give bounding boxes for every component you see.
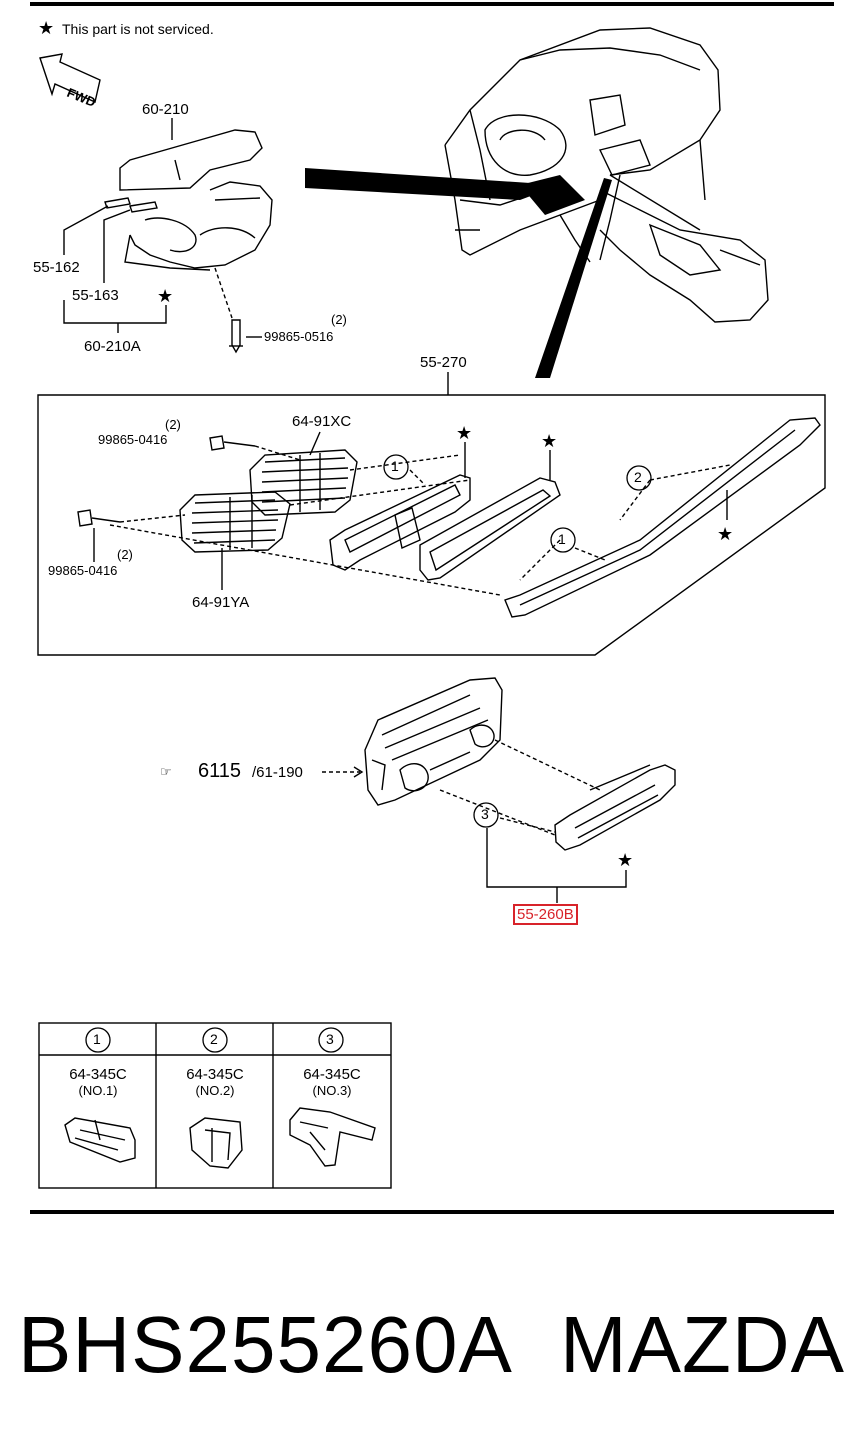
label-vent-left: 64-91YA bbox=[192, 594, 250, 611]
clip-table-part-1: 64-345C bbox=[69, 1066, 127, 1083]
clip-no2-drawing bbox=[189, 1117, 243, 1169]
label-screw-bottom-part: 99865-0416 bbox=[48, 563, 118, 578]
ref-circle-2: 2 bbox=[634, 469, 642, 485]
label-screw-part: 99865-0516 bbox=[264, 329, 334, 344]
ref-circle-1b: 1 bbox=[558, 531, 566, 547]
panel-group-box bbox=[37, 394, 826, 656]
display-bezel bbox=[419, 477, 561, 581]
highlighted-part-label[interactable]: 55-260B bbox=[513, 904, 578, 925]
vent-right bbox=[249, 449, 358, 516]
star-icon: ★ bbox=[617, 850, 634, 870]
clip-table-variant-1: (NO.1) bbox=[78, 1083, 118, 1098]
clip-table-num-2: 2 bbox=[210, 1031, 218, 1047]
fwd-badge-text: FWD bbox=[65, 85, 98, 110]
label-screw-qty: (2) bbox=[331, 312, 347, 327]
label-screw-top-part: 99865-0416 bbox=[98, 432, 168, 447]
part-number-caption: BHS255260A bbox=[18, 1300, 513, 1389]
label-ref-main: 6115 bbox=[198, 760, 242, 782]
dashboard-illustration bbox=[444, 27, 769, 323]
label-seal-a: 55-162 bbox=[33, 259, 80, 276]
label-screw-top-qty: (2) bbox=[165, 417, 181, 432]
hand-pointer-icon: ☞ bbox=[160, 764, 172, 779]
column-cover bbox=[119, 129, 273, 271]
label-seal-b: 55-163 bbox=[72, 287, 119, 304]
top-rule bbox=[30, 2, 834, 6]
star-icon: ★ bbox=[157, 286, 174, 306]
vent-left bbox=[179, 491, 291, 553]
label-ref-sub: /61-190 bbox=[252, 764, 303, 781]
clip-table-num-3: 3 bbox=[326, 1031, 334, 1047]
star-icon: ★ bbox=[38, 18, 55, 38]
clip-table-variant-2: (NO.2) bbox=[195, 1083, 235, 1098]
star-icon: ★ bbox=[717, 524, 734, 544]
label-assembly: 60-210A bbox=[84, 338, 141, 355]
not-serviced-note: This part is not serviced. bbox=[62, 21, 214, 37]
ref-circle-1: 1 bbox=[391, 458, 399, 474]
clip-no3-drawing bbox=[289, 1107, 376, 1167]
climate-bezel bbox=[554, 764, 676, 851]
fwd-arrow bbox=[39, 53, 101, 103]
center-trim-frame bbox=[329, 474, 471, 571]
star-icon: ★ bbox=[541, 431, 558, 451]
climate-control-unit bbox=[364, 677, 503, 806]
label-panel-assembly: 55-270 bbox=[420, 354, 467, 371]
label-column-cover: 60-210 bbox=[142, 101, 189, 118]
star-icon: ★ bbox=[456, 423, 473, 443]
label-screw-bottom-qty: (2) bbox=[117, 547, 133, 562]
clip-table-variant-3: (NO.3) bbox=[312, 1083, 352, 1098]
long-trim-strip bbox=[504, 417, 821, 618]
clip-table-num-1: 1 bbox=[93, 1031, 101, 1047]
bottom-rule bbox=[30, 1210, 834, 1214]
clip-table-part-3: 64-345C bbox=[303, 1066, 361, 1083]
clip-no1-drawing bbox=[64, 1117, 136, 1163]
clip-table-part-2: 64-345C bbox=[186, 1066, 244, 1083]
label-vent-right: 64-91XC bbox=[292, 413, 352, 430]
clip-table-frame bbox=[38, 1022, 392, 1189]
brand-caption: MAZDA bbox=[560, 1300, 845, 1389]
ref-circle-3: 3 bbox=[481, 806, 489, 822]
